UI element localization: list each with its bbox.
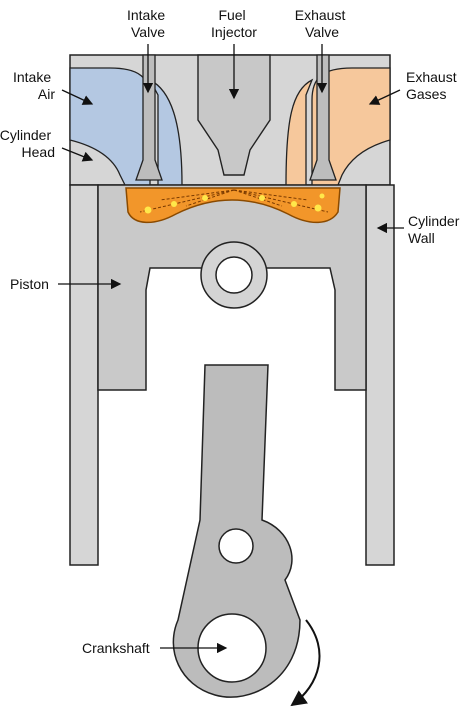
exhaust-valve	[309, 54, 337, 181]
intake-valve-label: Intake Valve	[127, 7, 169, 40]
fuel-injector-label-line1: Fuel	[218, 7, 245, 23]
cylinder-wall-right	[365, 184, 395, 566]
fuel-spray	[139, 189, 329, 213]
exhaust-gases-label: Exhaust Gases	[406, 69, 460, 102]
exhaust-gases-label-line1: Exhaust	[406, 69, 457, 85]
wrist-pin	[215, 256, 253, 294]
exhaust-valve-label-line1: Exhaust	[295, 7, 346, 23]
exhaust-gases-label-line2: Gases	[406, 86, 446, 102]
fuel-injector-label: Fuel Injector	[211, 7, 257, 40]
piston-label: Piston	[10, 276, 49, 292]
intake-valve	[135, 54, 163, 181]
crankshaft-label: Crankshaft	[82, 640, 150, 656]
fuel-injector	[197, 54, 271, 176]
intake-valve-label-line1: Intake	[127, 7, 165, 23]
intake-valve-label-line2: Valve	[131, 24, 165, 40]
cylinder-head-label: Cylinder Head	[0, 127, 55, 160]
piston	[97, 184, 367, 391]
cylinder-wall-left	[69, 184, 99, 566]
cylinder-head-leader	[61, 147, 94, 162]
fuel-injector-label-line2: Injector	[211, 24, 257, 40]
exhaust-gases-leader	[368, 89, 401, 105]
rod-small-hole	[218, 528, 254, 564]
exhaust-valve-label: Exhaust Valve	[295, 7, 349, 40]
intake-air-leader	[61, 89, 94, 105]
cylinder-wall-label-line2: Wall	[408, 230, 435, 246]
intake-air-label-line1: Intake	[13, 69, 51, 85]
cylinder-wall-label: Cylinder Wall	[408, 213, 463, 246]
intake-air-label: Intake Air	[13, 69, 55, 102]
intake-air-label-line2: Air	[38, 86, 55, 102]
cylinder-wall-label-line1: Cylinder	[408, 213, 460, 229]
ignition-sparks	[144, 193, 325, 214]
rotation-arrow	[290, 619, 321, 707]
exhaust-valve-label-line2: Valve	[305, 24, 339, 40]
cylinder-head-label-line2: Head	[22, 144, 55, 160]
cylinder-head	[69, 54, 391, 186]
cylinder-head-label-line1: Cylinder	[0, 127, 51, 143]
